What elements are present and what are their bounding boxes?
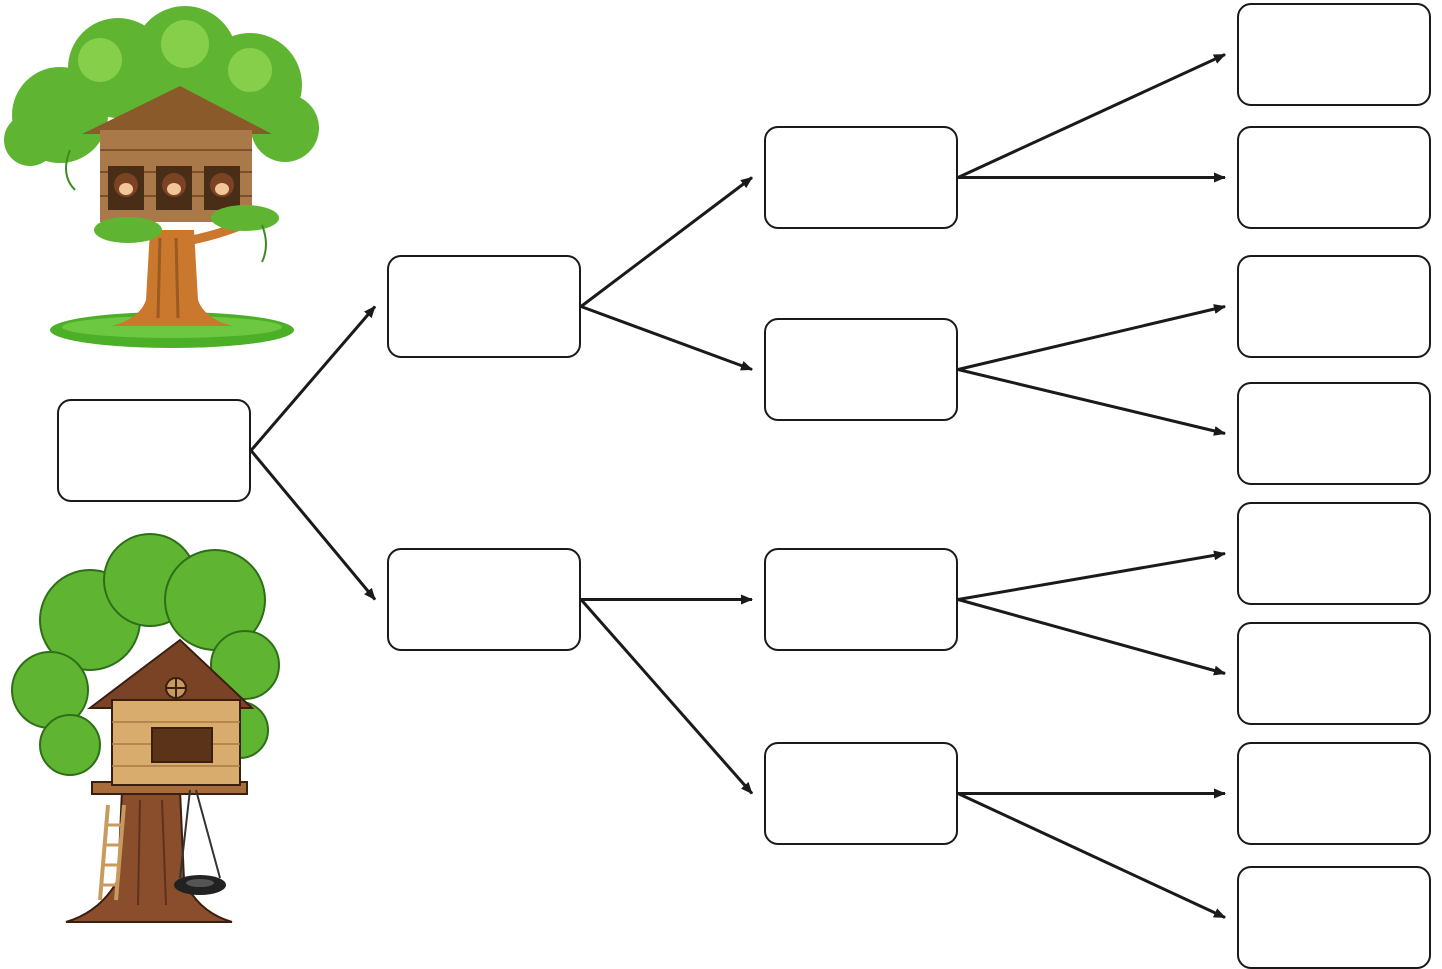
- arrow-root-to-l1b: [249, 449, 377, 601]
- arrow-l1a-to-l2b: [580, 305, 753, 371]
- level3-box-5[interactable]: [1237, 502, 1431, 605]
- level2-box-1[interactable]: [764, 126, 958, 229]
- level3-box-6[interactable]: [1237, 622, 1431, 725]
- level2-box-4[interactable]: [764, 742, 958, 845]
- arrow-l1a-to-l2a: [580, 176, 753, 308]
- level1-box-top[interactable]: [387, 255, 581, 358]
- arrow-root-to-l1a: [249, 305, 377, 452]
- arrow-l2c-to-l3f: [957, 598, 1226, 676]
- monkey-treehouse-illustration: [4, 6, 319, 348]
- arrow-l2d-to-l3h: [957, 792, 1226, 919]
- level1-box-bottom[interactable]: [387, 548, 581, 651]
- diagram-edges: [249, 53, 1226, 919]
- level2-box-3[interactable]: [764, 548, 958, 651]
- level3-box-4[interactable]: [1237, 382, 1431, 485]
- level3-box-2[interactable]: [1237, 126, 1431, 229]
- cartoon-treehouse-illustration: [11, 533, 280, 923]
- arrow-l2b-to-l3d: [957, 368, 1226, 436]
- level2-box-2[interactable]: [764, 318, 958, 421]
- level3-box-7[interactable]: [1237, 742, 1431, 845]
- level3-box-8[interactable]: [1237, 866, 1431, 969]
- root-box[interactable]: [57, 399, 251, 502]
- arrow-l1b-to-l2d: [579, 598, 754, 795]
- arrow-l2c-to-l3e: [957, 550, 1226, 601]
- level3-box-3[interactable]: [1237, 255, 1431, 358]
- arrow-l2b-to-l3c: [957, 304, 1226, 371]
- arrow-l2a-to-l3a: [957, 53, 1226, 179]
- level3-box-1[interactable]: [1237, 3, 1431, 106]
